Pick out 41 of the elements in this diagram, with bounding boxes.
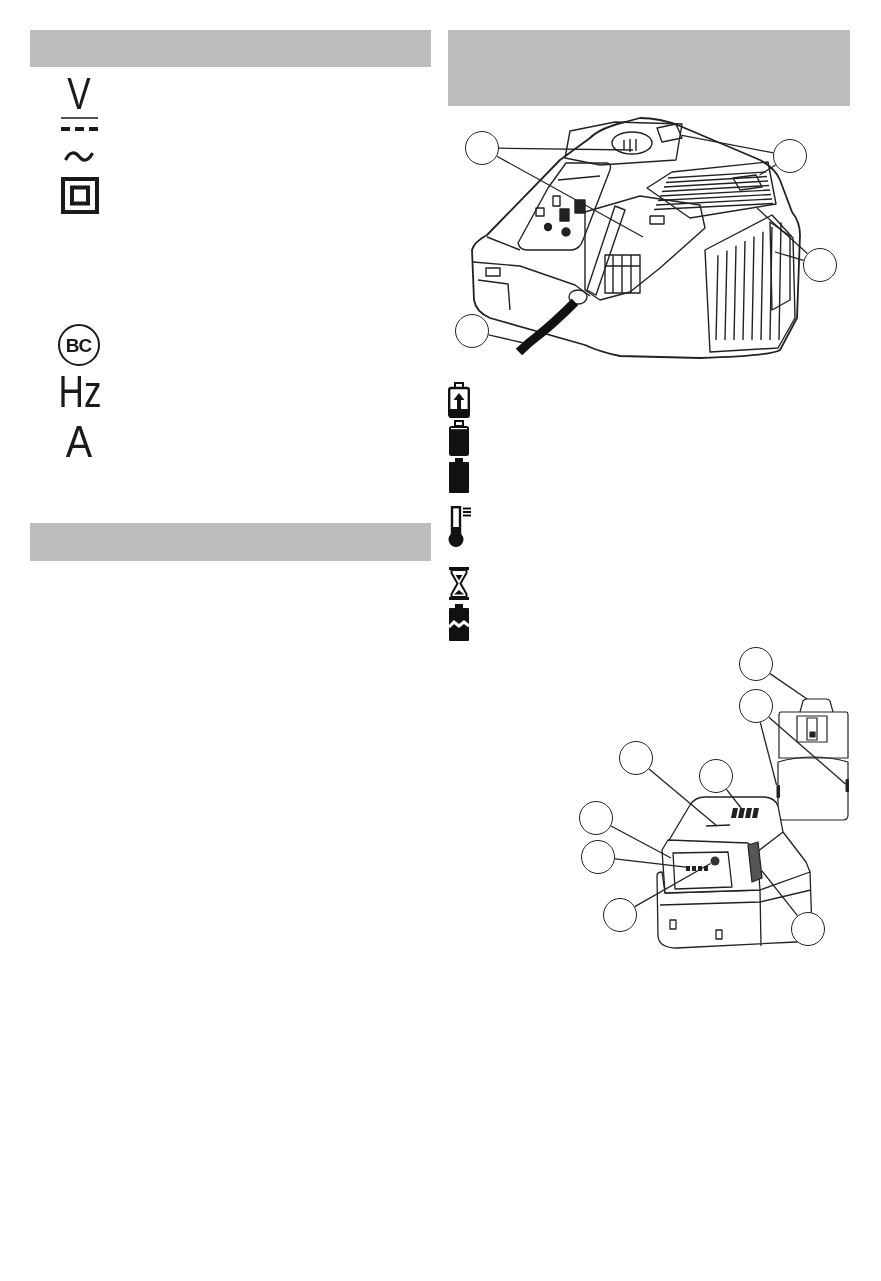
callout-circle — [699, 759, 733, 793]
battery-cap — [799, 698, 834, 713]
latch — [732, 174, 763, 191]
callout-circle — [465, 131, 499, 165]
side-button — [776, 785, 780, 798]
latch — [656, 123, 683, 143]
leader-line — [496, 155, 644, 238]
hertz-symbol: Hz — [58, 369, 102, 414]
leader-line — [761, 870, 799, 917]
callout-circle — [455, 314, 489, 348]
side-latch — [747, 841, 763, 883]
leader-line — [498, 147, 634, 151]
bc-mark: BC — [58, 324, 100, 366]
indicator-bars — [686, 866, 708, 871]
volt-symbol: V — [67, 71, 91, 116]
leader-line — [768, 716, 847, 785]
callout-circle — [603, 898, 637, 932]
callout-circle — [803, 248, 837, 282]
leader-line — [610, 825, 672, 859]
leader-line — [774, 251, 805, 261]
leader-line — [648, 768, 718, 827]
leader-line — [769, 672, 808, 700]
callout-circle — [579, 801, 613, 835]
leader-line — [487, 334, 525, 344]
callout-circle — [739, 689, 773, 723]
leader-line — [634, 862, 712, 908]
side-button — [845, 779, 849, 792]
leader-line — [681, 134, 774, 154]
callout-circle — [773, 139, 807, 173]
leader-line — [756, 207, 809, 255]
leader-line — [759, 721, 778, 786]
leader-line — [725, 788, 742, 809]
leader-line — [614, 858, 687, 868]
leader-line — [758, 164, 777, 176]
terminal-slots — [731, 808, 759, 818]
callout-circle — [739, 647, 773, 681]
callout-circle — [619, 741, 653, 775]
round-button — [710, 856, 720, 866]
callout-circle — [791, 912, 825, 946]
ampere-symbol: A — [65, 419, 93, 464]
callout-circle — [581, 840, 615, 874]
